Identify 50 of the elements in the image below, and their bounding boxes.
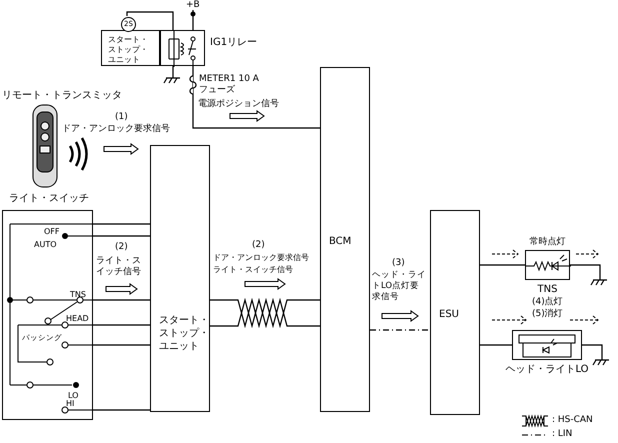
step-number: (2) <box>252 240 265 251</box>
wire <box>93 223 150 225</box>
wire <box>480 344 512 346</box>
bus-line <box>370 329 430 331</box>
wire <box>480 264 525 266</box>
node-caption: ライト・スイッチ <box>9 193 89 205</box>
wire <box>93 299 150 301</box>
wire <box>209 298 321 328</box>
terminal-label: AUTO <box>34 239 57 250</box>
part-label: リモート・トランスミッタ <box>2 90 122 101</box>
signal-arrow <box>382 310 419 322</box>
signal-label: ライト・スイッチ信号 <box>213 264 293 275</box>
terminal-label: +B <box>186 0 200 11</box>
wire <box>126 11 174 30</box>
step-number: (1) <box>115 112 128 123</box>
state-label: (4)点灯 <box>532 297 563 308</box>
wire <box>93 344 150 346</box>
signal-label: ヘッド・ライトLO点灯要求信号 <box>372 270 427 303</box>
control-module-box <box>430 210 480 415</box>
signal-arrow <box>106 283 138 295</box>
node-label: スタート・ストップ・ユニット <box>159 314 209 353</box>
wire <box>93 409 150 411</box>
node-caption: ヘッド・ライトLO <box>505 364 589 376</box>
legend-text: : LIN <box>552 429 572 440</box>
control-module-box <box>320 67 370 412</box>
wire <box>192 66 320 129</box>
node-label: スタート・ストップ・ユニット <box>108 35 149 65</box>
unit-box <box>150 145 210 412</box>
signal-label: ライト・スイッチ信号 <box>96 256 142 278</box>
terminal-label: OFF <box>44 226 60 237</box>
terminal-label: HI <box>66 398 74 409</box>
signal-label: ドア・アンロック要求信号 <box>213 252 309 263</box>
terminal-label: TNS <box>70 289 86 300</box>
state-label: 常時点灯 <box>530 237 566 248</box>
signal-label: 電源ポジション信号 <box>198 99 279 110</box>
node-caption: TNS <box>538 284 558 296</box>
terminal-label: HEAD <box>66 313 89 324</box>
node-label: BCM <box>329 234 352 248</box>
terminal-label: LO <box>68 390 78 400</box>
wire <box>93 324 150 326</box>
step-number: (2) <box>115 242 128 253</box>
legend-text: : HS-CAN <box>552 415 593 426</box>
wire <box>93 235 150 237</box>
node-caption: IG1リレー <box>210 37 258 49</box>
node-label: ESU <box>439 308 460 320</box>
signal-label: ドア・アンロック要求信号 <box>62 124 170 135</box>
step-number: (3) <box>392 258 405 269</box>
signal-arrow <box>244 278 286 290</box>
fuse-label: METER1 10 A フューズ <box>199 74 260 96</box>
state-label: (5)消灯 <box>532 309 563 320</box>
